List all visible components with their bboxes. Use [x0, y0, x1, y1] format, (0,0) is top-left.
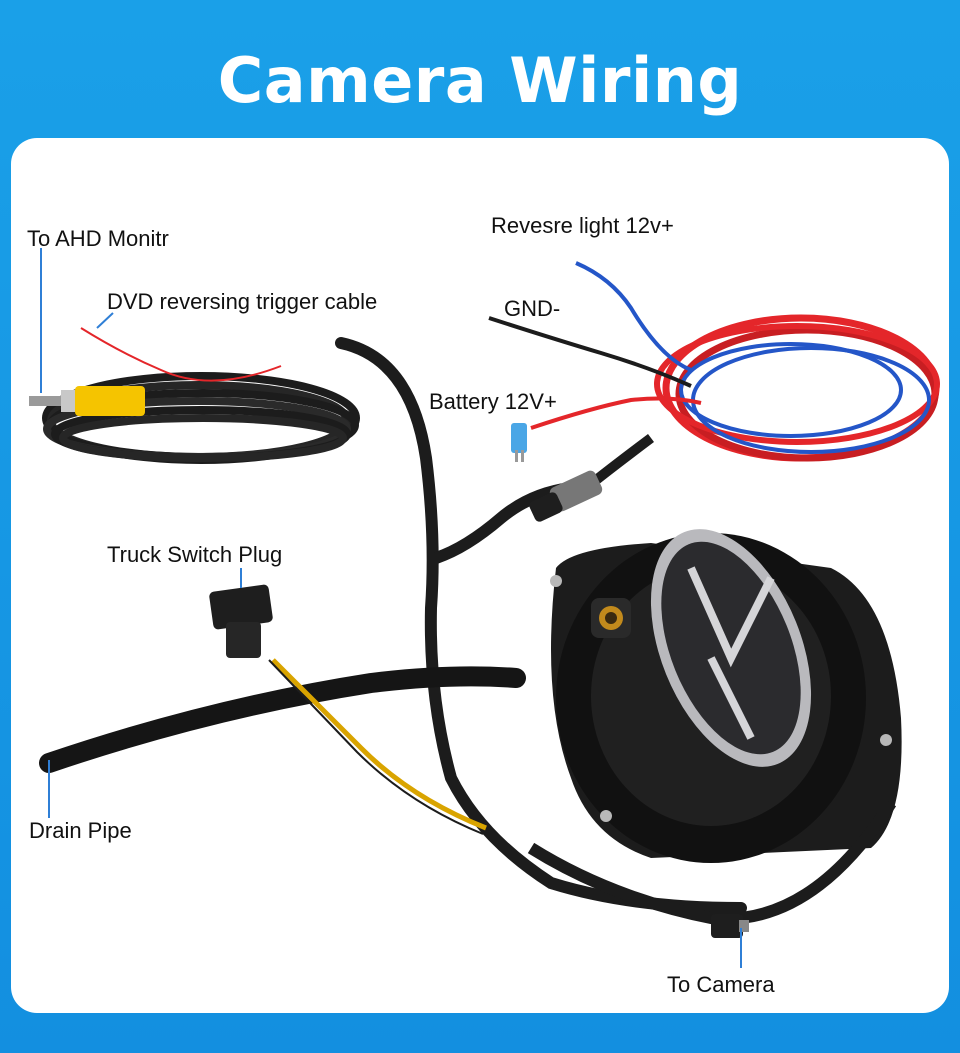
- trunk-cable: [335, 337, 747, 914]
- aviation-connector: [529, 470, 603, 522]
- wiring-illustration: [29, 248, 940, 968]
- rca-connector: [29, 386, 145, 416]
- page-title: Camera Wiring: [217, 44, 743, 117]
- leader-lines: [40, 248, 742, 968]
- camera-housing: [550, 529, 902, 863]
- label-to-camera: To Camera: [667, 972, 775, 997]
- fuse: [511, 423, 527, 462]
- label-gnd: GND-: [504, 296, 561, 321]
- monitor-cable-coil: [42, 327, 360, 464]
- label-reverse-light: Revesre light 12v+: [491, 213, 674, 238]
- label-dvd-trigger: DVD reversing trigger cable: [107, 289, 378, 314]
- truck-switch-plug: [209, 584, 487, 835]
- drain-pipe: [39, 666, 526, 773]
- label-battery: Battery 12V+: [429, 389, 557, 414]
- camera-emblem: [650, 529, 812, 767]
- camera-lens: [591, 598, 631, 638]
- label-ahd-monitor: To AHD Monitr: [27, 226, 169, 251]
- label-drain-pipe: Drain Pipe: [29, 818, 132, 843]
- label-truck-switch: Truck Switch Plug: [107, 542, 283, 567]
- wiring-diagram-panel: To AHD Monitr DVD reversing trigger cabl…: [11, 138, 949, 1013]
